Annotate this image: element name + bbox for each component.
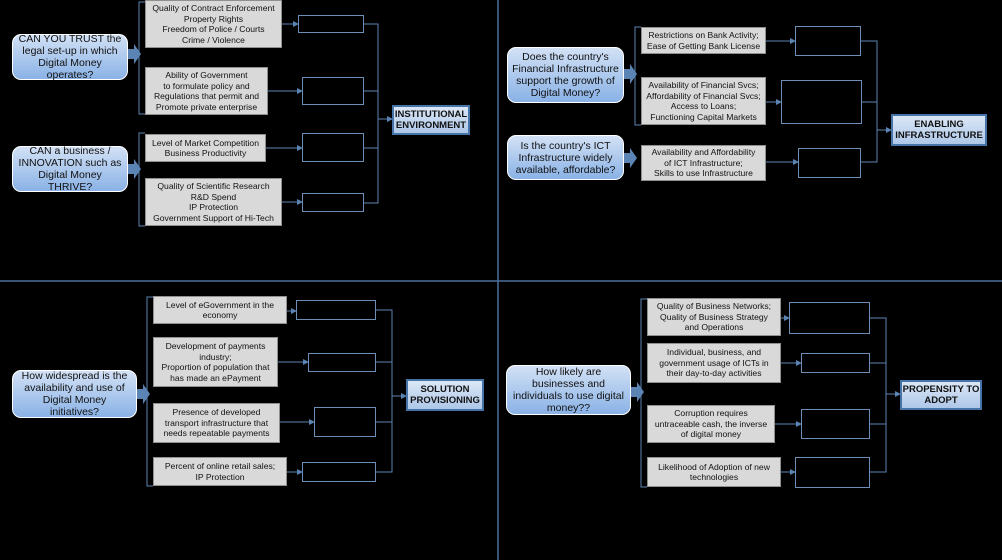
output-box (302, 193, 364, 212)
factor-market-competition: Level of Market Competition Business Pro… (145, 134, 266, 162)
question-financial-infrastructure: Does the country's Financial Infrastruct… (507, 47, 624, 103)
output-box (795, 457, 870, 488)
arrow-q1a (128, 44, 141, 64)
factor-ict-usage: Individual, business, and government usa… (647, 343, 781, 383)
category-solution-provisioning: SOLUTION PROVISIONING (406, 379, 484, 411)
factor-bank-restrictions: Restrictions on Bank Activity; Ease of G… (641, 27, 766, 54)
arrow-q2b (624, 148, 637, 168)
question-business-thrive: CAN a business / INNOVATION such as Digi… (12, 145, 128, 193)
factor-financial-services: Availability of Financial Svcs; Affordab… (641, 77, 766, 125)
category-propensity-to-adopt: PROPENSITY TO ADOPT (900, 380, 982, 410)
output-box (314, 407, 376, 437)
output-box (801, 353, 870, 373)
category-enabling-infrastructure: ENABLING INFRASTRUCTURE (891, 114, 987, 146)
question-digital-money-availability: How widespread is the availability and u… (12, 370, 137, 418)
question-likely-to-use: How likely are businesses and individual… (506, 365, 631, 415)
factor-corruption-cash: Corruption requires untraceable cash, th… (647, 405, 775, 443)
arrow-q4 (631, 382, 644, 402)
output-box (798, 148, 861, 178)
factor-business-networks: Quality of Business Networks; Quality of… (647, 298, 781, 336)
output-box (801, 409, 870, 439)
factor-adoption-new-tech: Likelihood of Adoption of new technologi… (647, 457, 781, 487)
factor-scientific-research: Quality of Scientific Research R&D Spend… (145, 178, 282, 226)
output-box (296, 300, 376, 320)
output-box (789, 302, 870, 334)
output-box (302, 462, 376, 482)
factor-payments-industry: Development of payments industry; Propor… (153, 337, 278, 387)
factor-egovernment: Level of eGovernment in the economy (153, 296, 287, 324)
factor-government-policy: Ability of Government to formulate polic… (145, 67, 268, 115)
factor-online-retail: Percent of online retail sales; IP Prote… (153, 457, 287, 486)
question-trust-legal: CAN YOU TRUST the legal set-up in which … (12, 33, 128, 81)
category-institutional-environment: INSTITUTIONAL ENVIRONMENT (392, 105, 470, 135)
output-box (298, 15, 364, 33)
factor-ict-availability: Availability and Affordability of ICT In… (641, 145, 766, 181)
arrow-q1b (128, 159, 141, 179)
factor-transport-infrastructure: Presence of developed transport infrastr… (153, 403, 280, 443)
output-box (308, 353, 376, 372)
factor-contract-enforcement: Quality of Contract Enforcement Property… (145, 0, 282, 48)
output-box (302, 133, 364, 162)
output-box (795, 26, 861, 56)
question-ict-infrastructure: Is the country's ICT Infrastructure wide… (507, 135, 624, 180)
output-box (781, 80, 862, 124)
arrow-q2a (624, 64, 637, 84)
arrow-q3 (137, 384, 150, 404)
output-box (302, 77, 364, 105)
